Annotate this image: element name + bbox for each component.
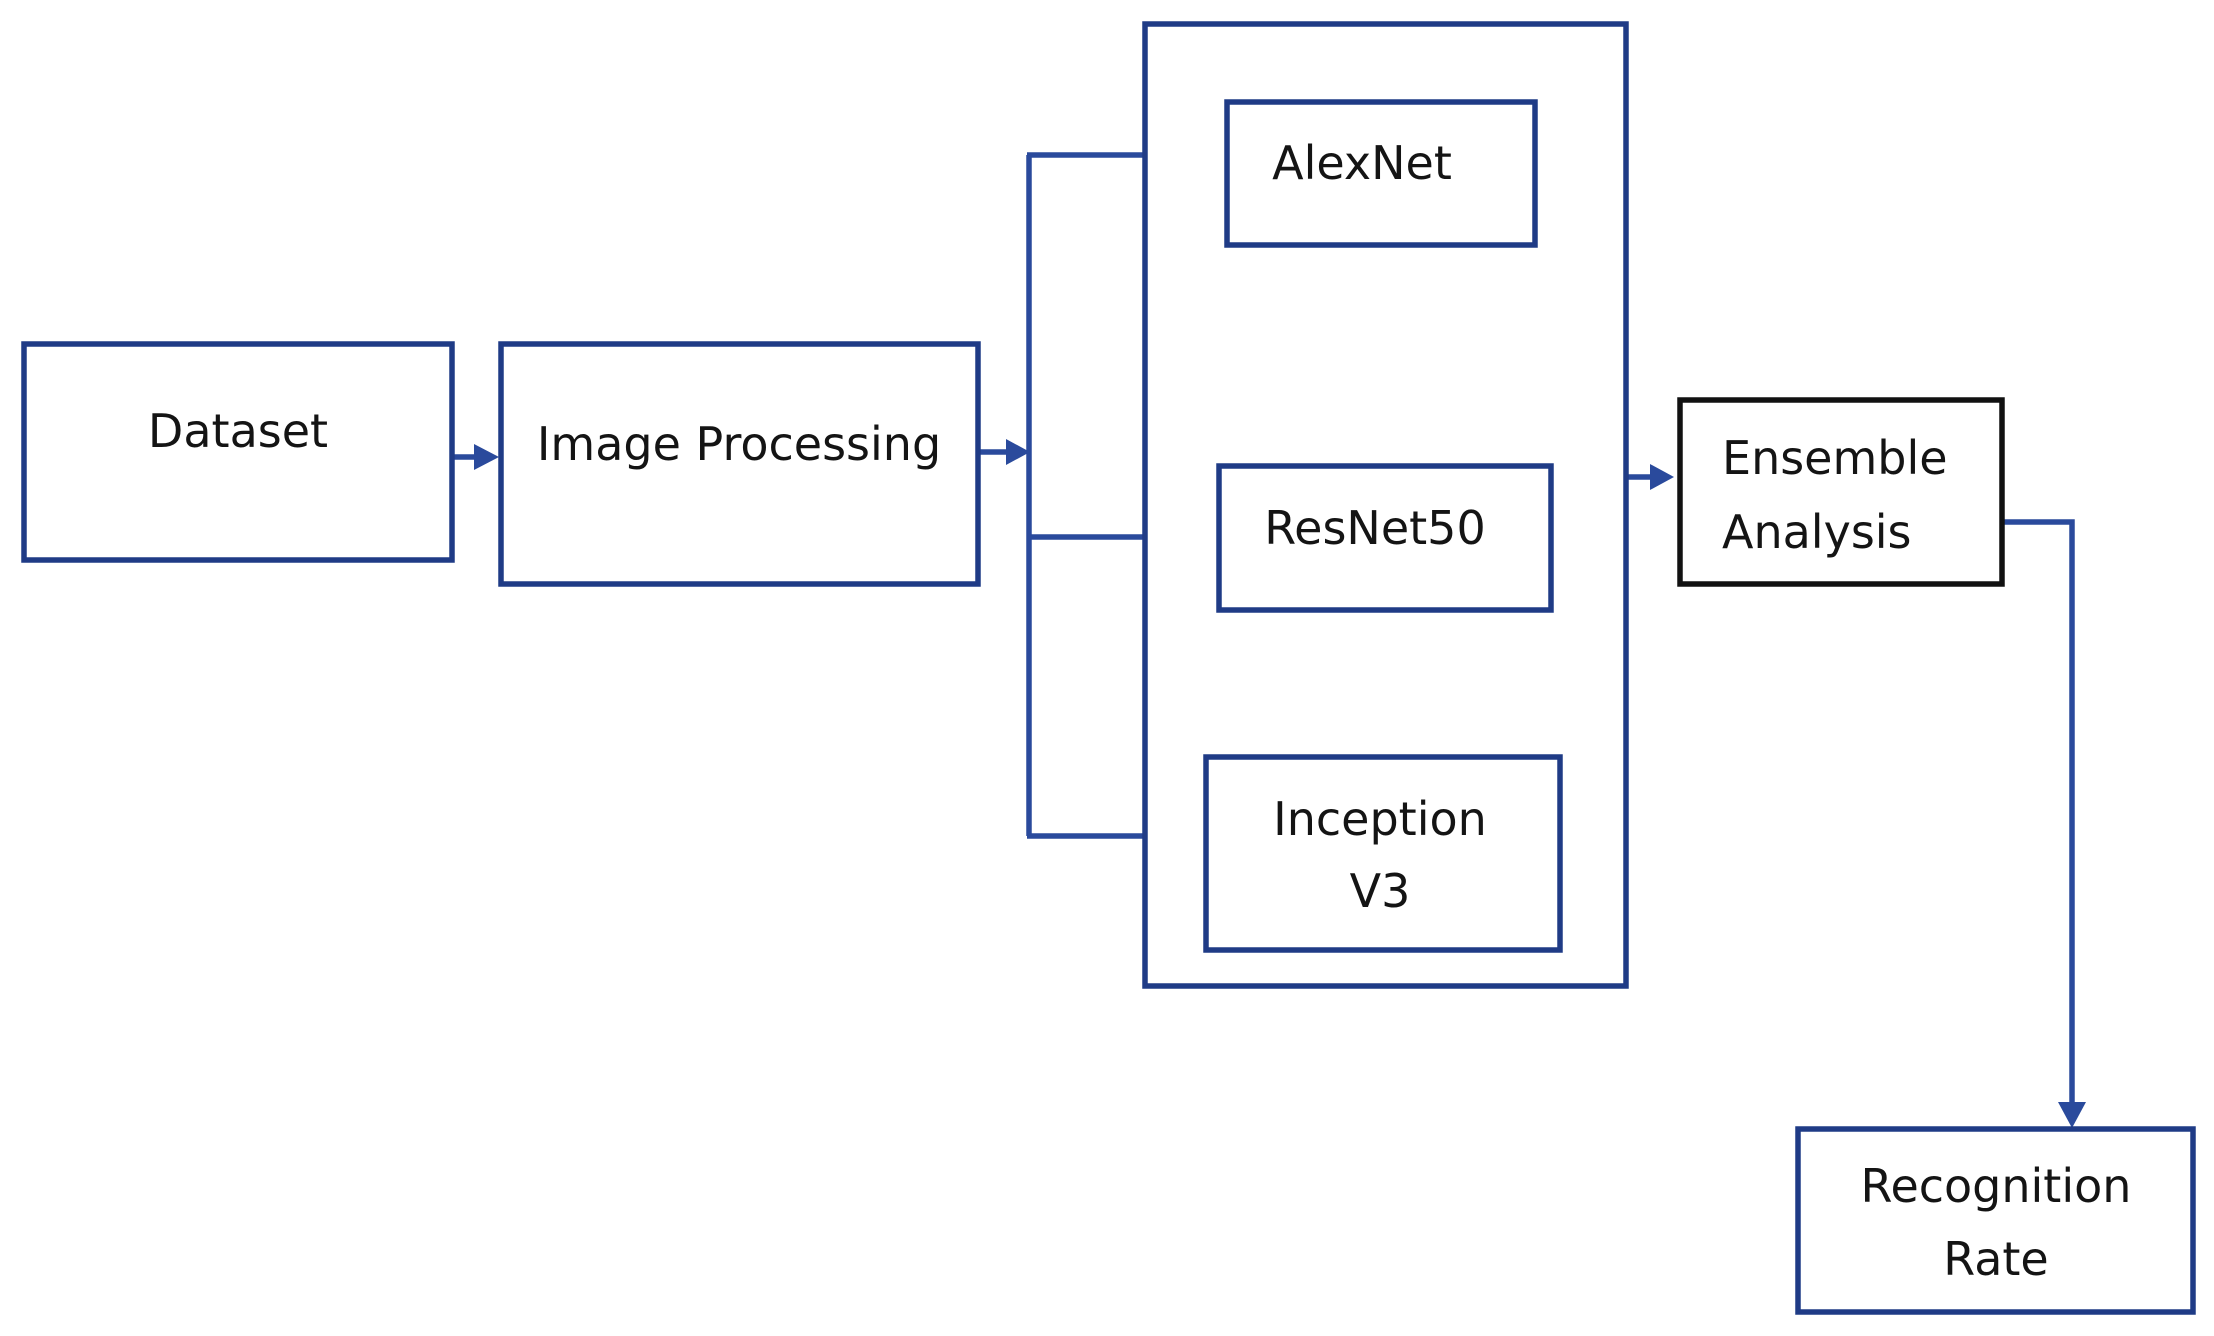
inception-label-line1: Inception	[1273, 792, 1487, 846]
dataset-box: Dataset	[21, 341, 455, 563]
alexnet-box: AlexNet	[1224, 99, 1538, 248]
ensemble-analysis-box: Ensemble Analysis	[1677, 397, 2005, 587]
recognition-label-line2: Rate	[1943, 1232, 2048, 1286]
image-processing-label: Image Processing	[537, 417, 941, 471]
connectors	[452, 141, 2086, 1128]
arrowhead-image-processing	[474, 444, 499, 470]
ensemble-label-line2: Analysis	[1722, 505, 1912, 559]
arrowhead-recognition	[2058, 1102, 2086, 1128]
connector-ensemble-to-recognition	[2002, 519, 2075, 1102]
alexnet-label: AlexNet	[1272, 136, 1452, 190]
ensemble-label-line1: Ensemble	[1722, 431, 1948, 485]
resnet50-label: ResNet50	[1264, 501, 1485, 555]
image-processing-box: Image Processing	[498, 341, 981, 587]
resnet50-box: ResNet50	[1216, 463, 1554, 613]
recognition-label-line1: Recognition	[1861, 1159, 2132, 1213]
inception-v3-box: Inception V3	[1203, 754, 1563, 953]
inception-label-line2: V3	[1350, 864, 1411, 918]
arrowhead-ensemble	[1650, 464, 1674, 490]
recognition-rate-box: Recognition Rate	[1795, 1126, 2196, 1315]
dataset-label: Dataset	[148, 404, 328, 458]
arrowhead-branch	[1006, 439, 1030, 465]
